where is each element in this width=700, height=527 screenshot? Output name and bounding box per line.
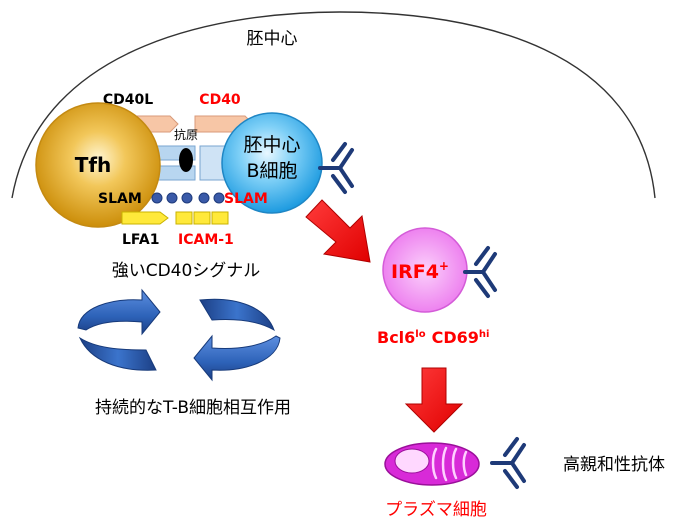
gc-b-cell xyxy=(221,112,323,214)
slam-dots xyxy=(151,192,225,204)
lfa1-label: LFA1 xyxy=(122,232,159,248)
slam-right-label: SLAM xyxy=(224,191,268,207)
antigen-blob xyxy=(179,148,193,172)
irf4-superscript: + xyxy=(439,259,449,273)
antibody-icon-irf4 xyxy=(463,246,497,298)
differentiation-arrow-diagonal xyxy=(305,199,371,263)
slam-left-label: SLAM xyxy=(98,191,142,207)
cd69-sup: hi xyxy=(479,329,490,340)
antigen-label: 抗原 xyxy=(174,127,198,142)
lfa1-molecule xyxy=(121,211,169,225)
germinal-center-label: 胚中心 xyxy=(247,29,298,49)
tfh-cell xyxy=(35,102,161,228)
germinal-center-boundary xyxy=(11,11,656,199)
antibody-icon-bcell xyxy=(318,142,354,194)
bcl6-sup: lo xyxy=(415,329,425,340)
icam1-molecule xyxy=(175,211,229,225)
gc-b-cell-label-1: 胚中心 xyxy=(243,134,300,156)
icam1-label: ICAM-1 xyxy=(178,232,234,248)
gc-b-cell-label-2: B細胞 xyxy=(246,160,297,182)
cycle-arrows-icon xyxy=(77,288,281,382)
strong-cd40-signal-label: 強いCD40シグナル xyxy=(112,261,261,281)
bcl6-label: Bcl6 xyxy=(377,328,415,347)
cd40l-label: CD40L xyxy=(103,92,153,108)
cd69-label: CD69 xyxy=(432,328,479,347)
cd40-label: CD40 xyxy=(199,92,241,108)
high-affinity-antibody-label: 高親和性抗体 xyxy=(563,455,665,475)
irf4-label: IRF4 xyxy=(391,261,439,283)
antibody-icon-free xyxy=(490,437,526,489)
tfh-label: Tfh xyxy=(75,153,112,177)
differentiation-arrow-down xyxy=(404,367,464,433)
svg-text:IRF4+: IRF4+ xyxy=(391,259,449,283)
sustained-interaction-label: 持続的なT-B細胞相互作用 xyxy=(95,398,291,418)
plasma-cell-label: プラズマ細胞 xyxy=(385,500,487,520)
plasma-cell xyxy=(384,442,480,486)
